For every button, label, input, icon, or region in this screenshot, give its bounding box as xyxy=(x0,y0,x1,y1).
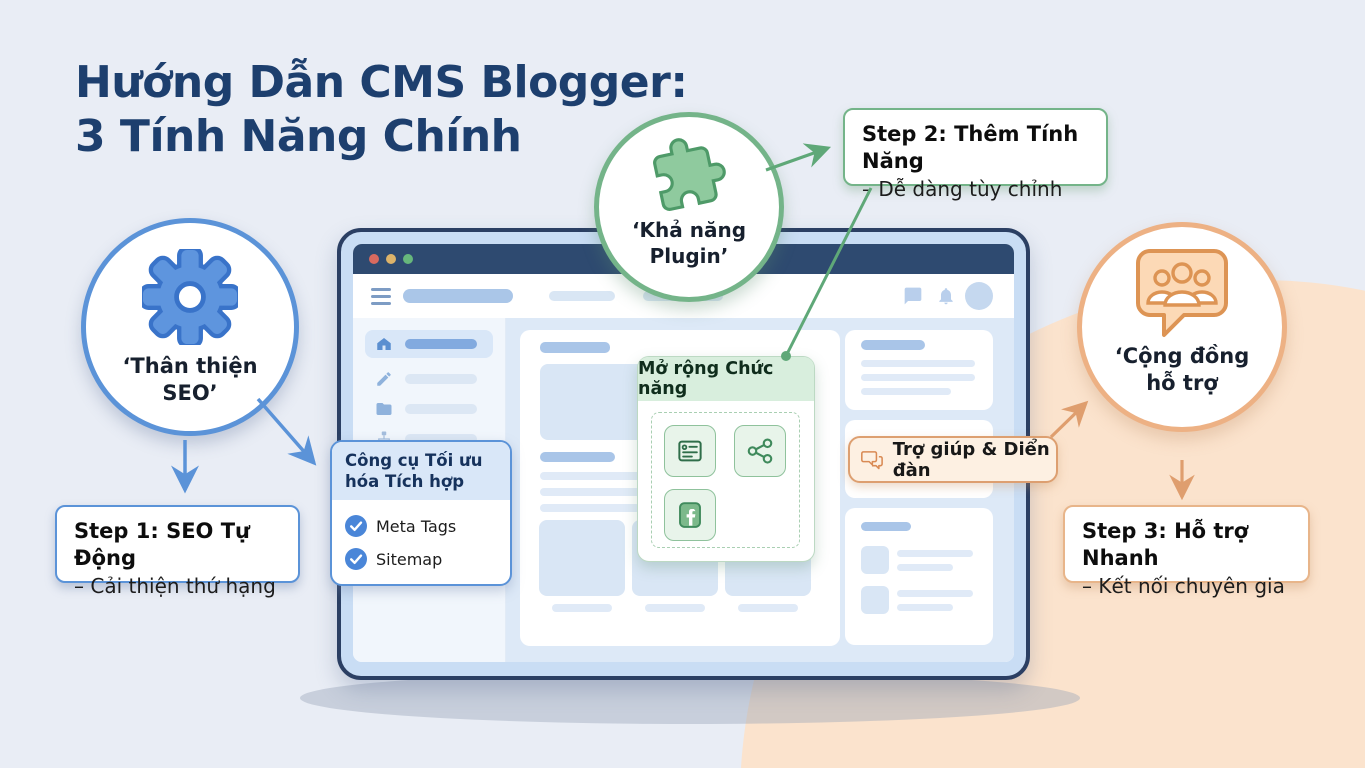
community-bubble-icon xyxy=(1136,249,1228,337)
seo-circle-label: ‘Thân thiện SEO’ xyxy=(122,354,258,406)
toolbar-title-placeholder xyxy=(403,289,513,303)
home-icon xyxy=(377,338,391,350)
step2-box: Step 2: Thêm Tính Năng – Dễ dàng tùy chỉ… xyxy=(843,108,1108,201)
sidebar-item-posts[interactable] xyxy=(365,365,493,393)
placeholder-line xyxy=(540,488,660,496)
traffic-light-green[interactable] xyxy=(403,254,413,264)
list-item: Meta Tags xyxy=(345,514,456,538)
placeholder-line xyxy=(540,472,660,480)
folder-icon xyxy=(376,403,392,415)
facebook-icon xyxy=(679,502,701,528)
toolbar-placeholder xyxy=(549,291,615,301)
pencil-icon xyxy=(377,372,391,386)
feature-circle-seo: ‘Thân thiện SEO’ xyxy=(81,218,299,436)
step3-title: Step 3: Hỗ trợ Nhanh xyxy=(1082,519,1249,571)
page-title: Hướng Dẫn CMS Blogger: 3 Tính Năng Chính xyxy=(75,56,688,163)
placeholder-thumb xyxy=(861,586,889,614)
placeholder-caption xyxy=(552,604,612,612)
step1-box: Step 1: SEO Tự Động – Cải thiện thứ hạng xyxy=(55,505,300,598)
sidebar-item-home[interactable] xyxy=(365,330,493,358)
sidebar-label-placeholder xyxy=(405,404,477,414)
list-item-label: Meta Tags xyxy=(376,516,457,536)
placeholder-line xyxy=(861,388,951,395)
placeholder-caption xyxy=(738,604,798,612)
widget-card xyxy=(845,508,993,645)
placeholder-thumb xyxy=(861,546,889,574)
window-floor-shadow xyxy=(300,672,1080,724)
sidebar-label-placeholder xyxy=(405,339,477,349)
traffic-light-red[interactable] xyxy=(369,254,379,264)
step3-subtitle: – Kết nối chuyên gia xyxy=(1082,573,1285,598)
placeholder-subtitle xyxy=(540,452,615,462)
step1-subtitle: – Cải thiện thứ hạng xyxy=(74,573,276,598)
page-title-line1: Hướng Dẫn CMS Blogger: xyxy=(75,57,688,108)
avatar[interactable] xyxy=(965,282,993,310)
placeholder-line xyxy=(897,550,973,557)
arrow-seo-to-tools xyxy=(256,397,317,466)
widget-card xyxy=(845,330,993,410)
share-icon xyxy=(747,438,773,464)
placeholder-caption xyxy=(645,604,705,612)
plugin-circle-label: ‘Khả năng Plugin’ xyxy=(631,218,747,268)
extension-tile-form[interactable] xyxy=(664,425,716,477)
extensions-callout: Mở rộng Chức năng xyxy=(637,356,815,562)
feature-circle-community: ‘Cộng đồng hỗ trợ xyxy=(1077,222,1287,432)
extension-tile-share[interactable] xyxy=(734,425,786,477)
placeholder-card xyxy=(539,520,625,596)
check-circle-icon xyxy=(345,515,367,537)
placeholder-title xyxy=(861,340,925,350)
extensions-drop-area xyxy=(651,412,800,548)
form-icon xyxy=(678,440,702,462)
step1-title: Step 1: SEO Tự Động xyxy=(74,519,250,571)
list-item-label: Sitemap xyxy=(376,549,443,569)
seo-tools-callout: Công cụ Tối ưu hóa Tích hợp Meta Tags Si… xyxy=(330,440,512,586)
help-forum-label: Trợ giúp & Diển đàn xyxy=(892,438,1050,481)
step2-title: Step 2: Thêm Tính Năng xyxy=(862,122,1079,174)
gear-icon xyxy=(138,245,242,349)
feature-circle-plugin: ‘Khả năng Plugin’ xyxy=(594,112,784,302)
traffic-light-yellow[interactable] xyxy=(386,254,396,264)
page-title-line2: 3 Tính Năng Chính xyxy=(75,110,522,162)
sidebar-label-placeholder xyxy=(405,374,477,384)
help-forum-callout: Trợ giúp & Diển đàn xyxy=(848,436,1058,483)
placeholder-line xyxy=(897,590,973,597)
list-item: Sitemap xyxy=(345,547,442,571)
placeholder-line xyxy=(897,564,953,571)
community-circle-label: ‘Cộng đồng hỗ trợ xyxy=(1114,344,1250,396)
chat-bubbles-icon xyxy=(861,450,883,469)
placeholder-line xyxy=(540,504,640,512)
step2-subtitle: – Dễ dàng tùy chỉnh xyxy=(862,176,1063,201)
placeholder-line xyxy=(861,360,975,367)
puzzle-icon xyxy=(653,138,726,211)
extension-tile-facebook[interactable] xyxy=(664,489,716,541)
hamburger-menu-icon[interactable] xyxy=(371,288,391,305)
placeholder-line xyxy=(861,374,975,381)
sidebar-label-placeholder xyxy=(405,434,477,444)
check-circle-icon xyxy=(345,548,367,570)
sidebar-item-files[interactable] xyxy=(365,395,493,423)
placeholder-line xyxy=(897,604,953,611)
placeholder-title xyxy=(540,342,610,353)
step3-box: Step 3: Hỗ trợ Nhanh – Kết nối chuyên gi… xyxy=(1063,505,1310,598)
placeholder-title xyxy=(861,522,911,531)
extensions-title: Mở rộng Chức năng xyxy=(638,357,814,401)
seo-tools-title: Công cụ Tối ưu hóa Tích hợp xyxy=(332,442,510,500)
bell-icon[interactable] xyxy=(936,286,956,306)
chat-icon[interactable] xyxy=(903,286,923,306)
